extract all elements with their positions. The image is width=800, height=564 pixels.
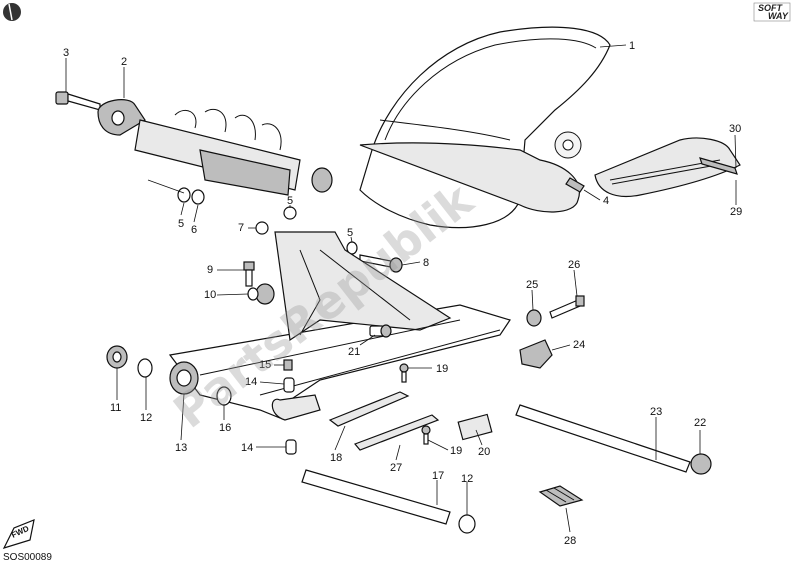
callout-1[interactable]: 1 [629, 40, 635, 52]
callout-22[interactable]: 22 [694, 417, 706, 429]
part-nut-22[interactable] [690, 453, 712, 475]
part-bolt-9[interactable] [243, 261, 255, 287]
softway-logo: SOFT WAY [753, 2, 791, 22]
part-plate-20[interactable] [457, 413, 493, 441]
part-spacer-14[interactable] [283, 377, 297, 455]
callout-12b[interactable]: 12 [461, 473, 473, 485]
callout-14b[interactable]: 14 [241, 442, 253, 454]
callout-5b[interactable]: 5 [287, 195, 293, 207]
part-chain-28[interactable] [538, 485, 584, 507]
brand-bottom-text: WAY [768, 11, 789, 21]
part-nut-25[interactable] [526, 309, 542, 327]
part-axle-23[interactable] [515, 404, 691, 473]
callout-19a[interactable]: 19 [436, 363, 448, 375]
part-screw-30[interactable] [699, 157, 738, 175]
callout-19b[interactable]: 19 [450, 445, 462, 457]
forward-arrow-icon: FWD [2, 519, 35, 549]
callout-2[interactable]: 2 [121, 56, 127, 68]
part-bolt-8[interactable] [359, 254, 403, 273]
part-bolt-21[interactable] [369, 324, 392, 338]
callout-11[interactable]: 11 [110, 402, 121, 414]
callout-5c[interactable]: 5 [347, 227, 353, 239]
callout-14a[interactable]: 14 [245, 376, 257, 388]
callout-30[interactable]: 30 [729, 123, 741, 135]
part-chain-slider-18[interactable] [328, 391, 410, 427]
part-shock-absorber[interactable] [97, 99, 333, 196]
callout-3[interactable]: 3 [63, 47, 69, 59]
callout-18[interactable]: 18 [330, 452, 342, 464]
part-clamp-10[interactable] [247, 283, 275, 305]
part-screw-19[interactable] [399, 363, 431, 445]
callout-24[interactable]: 24 [573, 339, 585, 351]
part-rear-mudguard[interactable] [359, 26, 611, 229]
callout-5a[interactable]: 5 [178, 218, 184, 230]
callout-12a[interactable]: 12 [140, 412, 152, 424]
callout-8[interactable]: 8 [423, 257, 429, 269]
callout-labels: 1 2 3 4 5 5 5 6 7 8 9 10 11 12 12 13 14 … [63, 40, 742, 547]
callout-26[interactable]: 26 [568, 259, 580, 271]
callout-10[interactable]: 10 [204, 289, 216, 301]
callout-15[interactable]: 15 [259, 359, 271, 371]
part-fastener-4[interactable] [565, 177, 585, 193]
part-washer-7[interactable] [255, 221, 269, 235]
part-bush-11[interactable] [106, 345, 128, 369]
watermark-text: PartsRepublik [164, 172, 484, 439]
part-ring-12[interactable] [137, 358, 153, 378]
diagram-code: SOS00089 [3, 552, 52, 563]
callout-9[interactable]: 9 [207, 264, 213, 276]
brand-top-text: SOFT [758, 3, 784, 13]
callout-28[interactable]: 28 [564, 535, 576, 547]
part-ring-12-lower[interactable] [458, 514, 476, 534]
callout-6[interactable]: 6 [191, 224, 197, 236]
callout-20[interactable]: 20 [478, 446, 490, 458]
callout-29[interactable]: 29 [730, 206, 742, 218]
callout-13[interactable]: 13 [175, 442, 187, 454]
part-bolt-26[interactable] [549, 295, 585, 319]
callout-4[interactable]: 4 [603, 195, 609, 207]
part-slider-27[interactable] [353, 414, 440, 451]
part-adjuster-24[interactable] [519, 339, 553, 369]
leader-lines [65, 44, 737, 533]
corner-badge-icon [3, 3, 21, 21]
part-pivot-13[interactable] [169, 361, 199, 395]
part-spindle-17[interactable] [301, 469, 451, 525]
callout-21[interactable]: 21 [348, 346, 360, 358]
callout-23[interactable]: 23 [650, 406, 662, 418]
part-swingarm[interactable] [168, 231, 511, 421]
callout-17[interactable]: 17 [432, 470, 444, 482]
callout-27[interactable]: 27 [390, 462, 402, 474]
gear-icon [554, 131, 582, 159]
callout-16[interactable]: 16 [219, 422, 231, 434]
callout-7[interactable]: 7 [238, 222, 244, 234]
callout-25[interactable]: 25 [526, 279, 538, 291]
part-bolt-3[interactable] [55, 91, 101, 111]
